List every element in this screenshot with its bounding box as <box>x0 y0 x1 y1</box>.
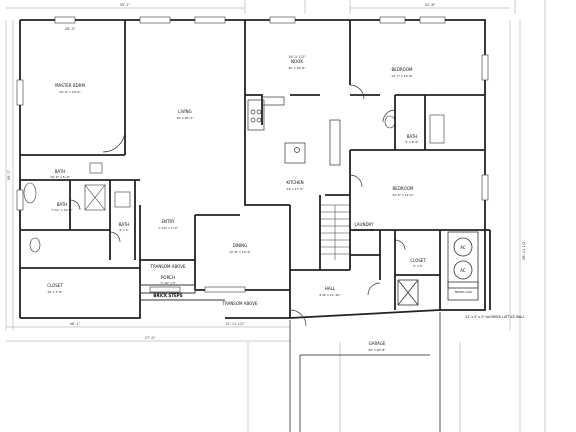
dim-top-left: 39'-1" <box>120 3 131 7</box>
windows <box>16 16 489 293</box>
room-bath-upper-name: BATH <box>55 169 66 174</box>
room-porch-name: PORCH <box>161 275 175 280</box>
dim-left-side: 95'-7" <box>7 169 11 180</box>
room-porch-size: 7'-10" x 5' <box>160 281 176 285</box>
dim-right-side: 58'-11 1/2" <box>522 240 526 260</box>
kitchen-fixtures <box>247 96 341 166</box>
note-ac-2: AC <box>460 268 466 273</box>
room-laundry-size: 5'-10" x 5'-5" <box>354 228 374 232</box>
room-bedroom-mid-name: BEDROOM <box>393 186 414 191</box>
note-brick-steps: BRICK STEPS <box>153 293 182 298</box>
room-hall-size: 4'-8" x 11'-10" <box>319 293 341 297</box>
room-master-bdrm-size: 14'-4" x 15'-0" <box>59 90 81 94</box>
room-garage-size: 22' x 20'-8" <box>368 348 386 352</box>
dim-nook-width: 16'-5 1/2" <box>288 55 306 59</box>
note-ac-1: AC <box>460 245 466 250</box>
room-bath-master-name: BATH <box>57 202 68 207</box>
room-hall-name: HALL <box>325 286 336 291</box>
room-labels: MASTER BDRM 14'-4" x 15'-0" LIVING 16' x… <box>47 59 426 352</box>
room-closet-left-name: CLOSET <box>47 283 63 288</box>
note-transom-1: TRANSOM ABOVE <box>150 264 186 269</box>
room-kitchen-name: KITCHEN <box>286 180 303 185</box>
room-bath-right-name: BATH <box>407 134 418 139</box>
room-bedroom-top-name: BEDROOM <box>392 67 413 72</box>
dimension-labels: 39'-1" 52'-6" 46'-1" 12'-11 1/2" 27'-0" … <box>7 3 526 340</box>
room-nook-name: NOOK <box>291 59 303 64</box>
room-bath-right-size: 5' x 8'-0" <box>405 140 419 144</box>
room-bath-small-name: BATH <box>119 222 130 227</box>
stairs <box>320 204 350 260</box>
room-living-name: LIVING <box>178 109 191 114</box>
room-bath-upper-size: 10'-6" x 5'-0" <box>50 175 70 179</box>
note-transom-2: TRANSOM ABOVE <box>222 301 258 306</box>
dimension-lines <box>5 0 546 432</box>
room-nook-size: 10' x 10'-6" <box>288 66 306 70</box>
room-bath-master-size: 7'-11" x 12'-6" <box>51 208 73 212</box>
bath-fixtures <box>23 114 445 253</box>
room-dining-size: 12'-8" x 13'-4" <box>229 250 251 254</box>
garage-outline <box>289 312 441 432</box>
dim-top-right: 52'-6" <box>425 3 436 7</box>
room-dining-name: DINING <box>233 243 248 248</box>
room-bedroom-top-size: 13' 7" x 10'-6" <box>391 74 413 78</box>
room-living-size: 16' x 20'-7" <box>176 116 194 120</box>
note-trash: TRASH CAN <box>453 290 471 294</box>
mechanical-units <box>397 231 479 306</box>
dim-bottom-mid: 12'-11 1/2" <box>225 322 245 326</box>
door-swings <box>69 84 406 327</box>
room-bedroom-mid-size: 13'-6" x 11'-0" <box>392 193 414 197</box>
room-closet-right-size: 5' x 5' <box>413 264 422 268</box>
note-brick-lattice-wall: 12' x 5' x 2" tall BRICK LATTICE WALL <box>465 315 525 319</box>
dim-master-width: 28'-5" <box>65 27 76 31</box>
brick-steps <box>139 284 225 301</box>
room-kitchen-size: 13' x 17'-0" <box>286 187 304 191</box>
room-closet-left-size: 10' x 7'-6" <box>47 290 63 294</box>
room-master-bdrm-name: MASTER BDRM <box>55 83 85 88</box>
room-closet-right-name: CLOSET <box>410 258 426 263</box>
room-entry-size: 7'-10" x 7'-0" <box>158 226 178 230</box>
room-entry-name: ENTRY <box>162 219 175 224</box>
dim-bottom-total: 27'-0" <box>145 336 156 340</box>
walls <box>19 19 491 319</box>
room-laundry-name: LAUNDRY <box>354 222 374 227</box>
plan-notes: TRANSOM ABOVE TRANSOM ABOVE BRICK STEPS … <box>150 245 525 319</box>
dim-bottom-left: 46'-1" <box>70 322 81 326</box>
room-bath-small-size: 5' x 5' <box>119 228 128 232</box>
room-garage-name: GARAGE <box>369 341 386 346</box>
